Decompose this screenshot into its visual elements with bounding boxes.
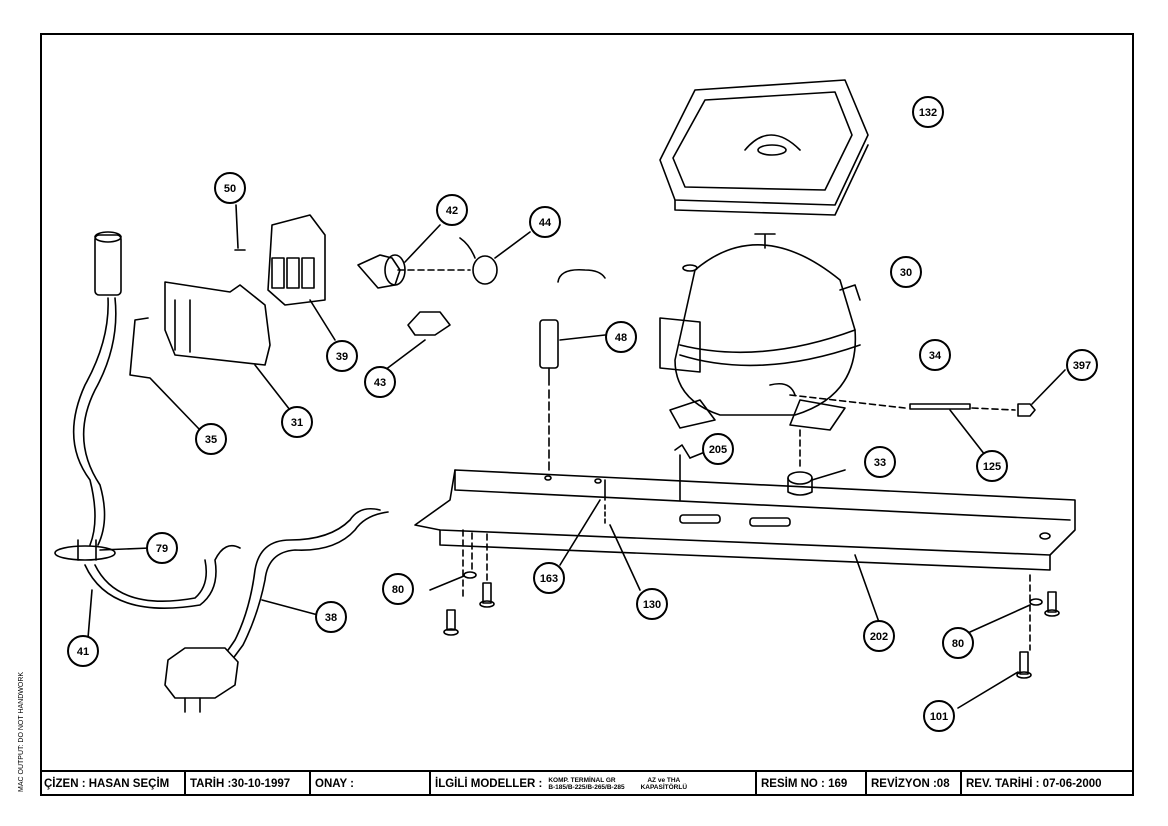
svg-text:43: 43 [374,377,386,389]
callout: 50 [214,172,246,204]
svg-text:41: 41 [77,646,89,658]
terminal-block-part [267,214,336,341]
svg-text:44: 44 [539,217,552,229]
callout: 132 [912,96,944,128]
callout: 35 [195,423,227,455]
drawn-by-cell: ÇİZEN : HASAN SEÇİM [40,772,186,796]
callout-labels: 132 50 42 44 30 39 48 34 397 43 31 35 20… [67,96,1098,732]
title-block: ÇİZEN : HASAN SEÇİM TARİH :30-10-1997 ON… [40,770,1134,796]
power-cord-part [54,231,241,639]
svg-text:80: 80 [392,584,404,596]
callout: 41 [67,635,99,667]
pipe-part [789,369,1066,456]
callout: 80 [382,573,414,605]
models-line-1: KOMP. TERMİNAL GR [548,777,616,784]
svg-text:125: 125 [983,461,1001,473]
relay-part [357,224,531,289]
callout: 33 [864,446,896,478]
callout: 397 [1066,349,1098,381]
callout: 48 [605,321,637,353]
models-label: İLGİLİ MODELLER : [435,778,543,790]
callout: 79 [146,532,178,564]
svg-text:397: 397 [1073,360,1091,372]
capacitor-line-2: KAPASİTÖRLÜ [640,784,688,791]
date-cell: TARİH :30-10-1997 [186,772,311,796]
callout: 34 [919,339,951,371]
svg-text:30: 30 [900,267,912,279]
screws-part [429,444,1060,709]
drawing-frame [40,33,1134,796]
tray-part [659,79,869,216]
callout: 44 [529,206,561,238]
callout: 205 [702,433,734,465]
svg-text:132: 132 [919,107,937,119]
approval-cell: ONAY : [311,772,431,796]
svg-text:205: 205 [709,444,727,456]
clip-part [129,317,201,431]
svg-text:130: 130 [643,599,661,611]
models-list: KOMP. TERMİNAL GR B-185/B-225/B-265/B-28… [548,777,624,791]
svg-text:39: 39 [336,351,348,363]
svg-text:42: 42 [446,205,458,217]
callout: 43 [364,366,396,398]
capacitor-line-1: AZ ve THA [647,777,681,784]
compressor-part [659,233,861,431]
svg-text:38: 38 [325,612,337,624]
svg-text:34: 34 [929,350,942,362]
models-cell: İLGİLİ MODELLER : KOMP. TERMİNAL GR B-18… [431,772,757,796]
svg-text:31: 31 [291,417,303,429]
run-capacitor-part [539,268,606,471]
svg-text:79: 79 [156,543,168,555]
svg-text:80: 80 [952,638,964,650]
callout: 202 [863,620,895,652]
svg-text:163: 163 [540,573,558,585]
callout: 101 [923,700,955,732]
callout: 42 [436,194,468,226]
svg-text:35: 35 [205,434,217,446]
svg-text:33: 33 [874,457,886,469]
revision-cell: REVİZYON :08 [867,772,962,796]
svg-text:101: 101 [930,711,948,723]
callout: 125 [976,450,1008,482]
small-clip-part [407,311,451,336]
callout: 30 [890,256,922,288]
base-plate-part [414,469,1076,626]
callout: 38 [315,601,347,633]
capacitor-note: AZ ve THA KAPASİTÖRLÜ [641,777,687,791]
svg-text:50: 50 [224,183,236,195]
screw-part [234,204,246,251]
drawing-number-cell: RESİM NO : 169 [757,772,867,796]
grommet-part [787,429,846,496]
svg-text:48: 48 [615,332,627,344]
cover-part [164,281,291,411]
callout: 39 [326,340,358,372]
callout: 31 [281,406,313,438]
callout: 163 [533,562,565,594]
plug-cable-part [164,507,389,713]
callout: 130 [636,588,668,620]
svg-text:202: 202 [870,631,888,643]
callout: 80 [942,627,974,659]
models-line-2: B-185/B-225/B-265/B-285 [548,784,625,791]
revision-date-cell: REV. TARİHİ : 07-06-2000 [966,778,1102,790]
